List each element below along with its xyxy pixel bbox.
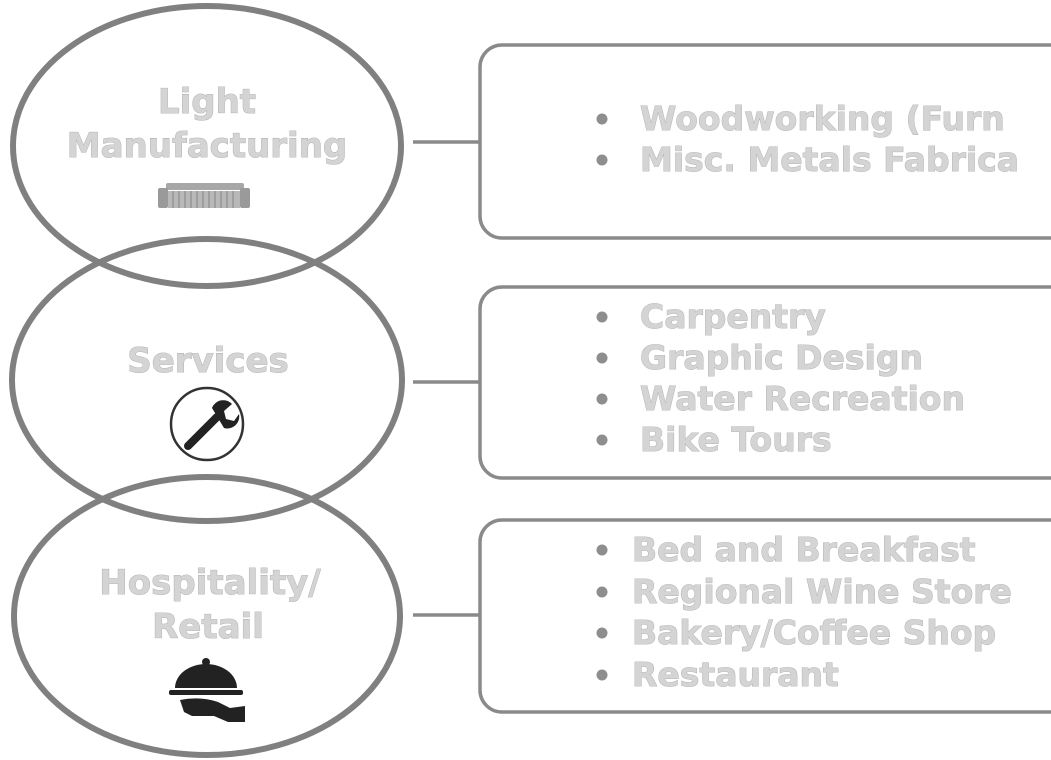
serving-cloche-icon — [169, 658, 245, 722]
list-item: Carpentry — [640, 297, 826, 336]
list-item: Bakery/Coffee Shop — [632, 613, 996, 652]
list-item: Woodworking (Furn — [640, 99, 1005, 138]
bullet — [596, 627, 608, 639]
list-item: Restaurant — [632, 655, 839, 694]
list-item: Bed and Breakfast — [632, 530, 976, 569]
sofa-icon — [158, 183, 250, 208]
list-item: Bike Tours — [640, 420, 832, 459]
items-box-services — [478, 285, 1051, 480]
bullet — [596, 434, 608, 446]
category-light-manufacturing: Woodworking (Furn Misc. Metals Fabrica — [413, 43, 1051, 240]
bullet — [596, 586, 608, 598]
bullet — [596, 669, 608, 681]
bullet — [596, 154, 608, 166]
category-ellipse-services — [9, 236, 405, 524]
list-item: Misc. Metals Fabrica — [640, 140, 1019, 179]
bullet — [596, 544, 608, 556]
bullet — [596, 113, 608, 125]
items-list-services: Carpentry Graphic Design Water Recreatio… — [596, 297, 965, 459]
category-title-line: Hospitality/ — [99, 563, 321, 603]
list-item: Graphic Design — [640, 338, 923, 377]
bullet — [596, 311, 608, 323]
items-list-hospitality-retail: Bed and Breakfast Regional Wine Store Ba… — [596, 530, 1012, 694]
category-title-line: Services — [127, 341, 289, 381]
list-item: Water Recreation — [640, 379, 965, 418]
category-title-line: Retail — [152, 607, 264, 647]
category-hospitality-retail: Bed and Breakfast Regional Wine Store Ba… — [413, 518, 1051, 714]
bullet — [596, 393, 608, 405]
category-ellipse-hospitality-retail — [11, 474, 403, 758]
category-services: Carpentry Graphic Design Water Recreatio… — [413, 285, 1051, 480]
items-list-light-manufacturing: Woodworking (Furn Misc. Metals Fabrica — [596, 99, 1019, 179]
bullet — [596, 352, 608, 364]
items-box-hospitality-retail — [478, 518, 1051, 714]
list-item: Regional Wine Store — [632, 572, 1012, 611]
category-title-line: Light — [158, 82, 256, 122]
category-title-line: Manufacturing — [67, 126, 348, 166]
category-ellipse-light-manufacturing — [10, 3, 404, 289]
wrench-icon — [169, 386, 245, 462]
items-box-light-manufacturing — [478, 43, 1051, 240]
